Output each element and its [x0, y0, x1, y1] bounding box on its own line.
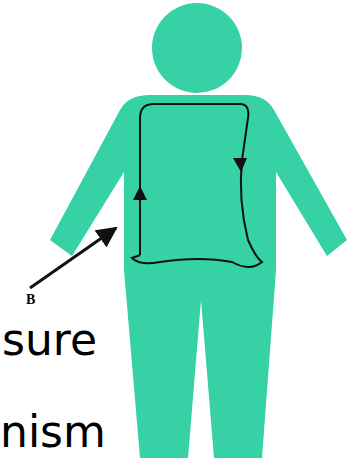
- loop-arrow-down: [233, 158, 247, 172]
- callout-letter: B: [26, 293, 35, 307]
- loop-arrow-up: [133, 186, 147, 200]
- slide-text-fragment: sure: [2, 318, 97, 362]
- circulation-loop: [132, 104, 262, 267]
- slide-text-fragment: nism: [0, 410, 106, 454]
- figure-head: [152, 3, 242, 93]
- pointer-arrow: [30, 228, 116, 288]
- figure-body: [50, 95, 347, 458]
